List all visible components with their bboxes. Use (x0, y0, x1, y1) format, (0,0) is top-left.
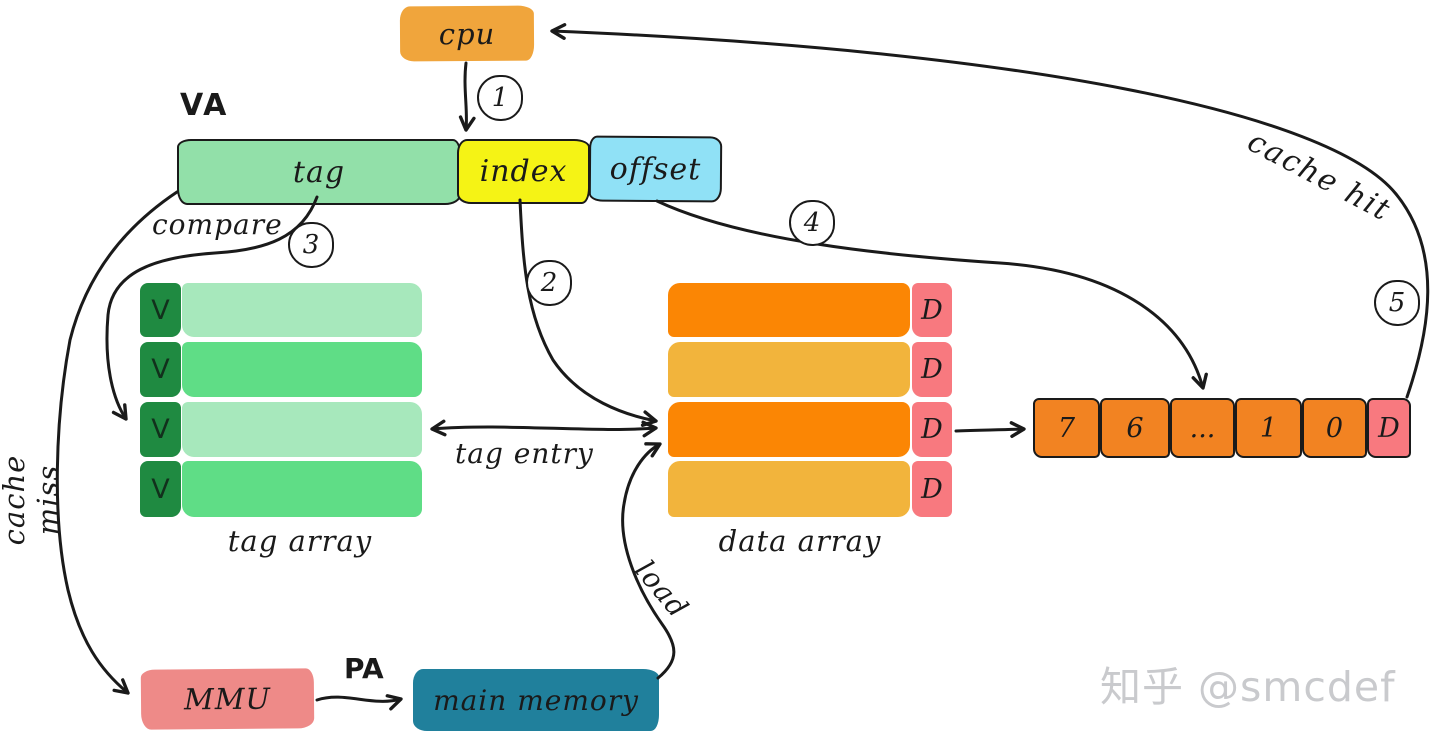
mmu-box: MMU (140, 668, 315, 730)
physical-address-label: PA (344, 652, 384, 685)
cache-miss-edge-label: cache miss (0, 454, 65, 546)
arrow-cpu-to-index (458, 61, 476, 132)
tag-array-valid-bit-2: V (140, 402, 181, 457)
virtual-address-label: VA (180, 88, 229, 123)
tag-array-row-2 (182, 402, 422, 457)
arrow-data-array-to-cache-line (954, 421, 1026, 438)
data-array-dirty-bit-3: D (912, 461, 952, 517)
tag-array-label: tag array (227, 524, 373, 558)
va-tag-field: tag (177, 139, 461, 205)
data-array-row-3 (668, 461, 910, 517)
watermark: 知乎 @smcdef (1100, 663, 1396, 711)
tag-array-valid-bit-0: V (140, 283, 181, 337)
tag-array-row-3 (182, 461, 422, 517)
load-edge-label: load (628, 553, 696, 625)
arrow-index-to-data-array (518, 198, 658, 427)
step-1-badge: 1 (477, 75, 523, 121)
cache-line-byte-ellipsis: ... (1170, 398, 1235, 458)
data-array-dirty-bit-0: D (912, 283, 952, 337)
tag-entry-edge-label: tag entry (455, 437, 594, 470)
data-array-dirty-bit-2: D (912, 402, 952, 457)
data-array-row-2 (668, 402, 910, 457)
data-array-row-1 (668, 342, 910, 397)
step-3-badge: 3 (288, 222, 334, 268)
arrow-mmu-to-main-memory (315, 694, 403, 711)
cache-line-byte-6: 6 (1100, 398, 1170, 458)
data-array-row-0 (668, 283, 910, 337)
tag-array-valid-bit-3: V (140, 461, 181, 517)
cache-line-dirty-bit: D (1367, 398, 1411, 458)
va-offset-field: offset (588, 135, 723, 203)
step-5-badge: 5 (1374, 280, 1420, 326)
tag-array-row-0 (182, 283, 422, 337)
compare-edge-label: compare (152, 208, 283, 241)
cache-line-byte-0: 0 (1302, 398, 1367, 458)
cpu-box: cpu (399, 5, 535, 62)
tag-array-valid-bit-1: V (140, 342, 181, 397)
arrow-tag-entry-bidirectional (430, 419, 658, 438)
data-array-label: data array (718, 524, 882, 558)
cache-hit-edge-label: cache hit (1241, 124, 1397, 229)
cache-line-byte-1: 1 (1235, 398, 1302, 458)
data-array-dirty-bit-1: D (912, 342, 952, 397)
main-memory-box: main memory (413, 669, 659, 731)
cache-line-byte-7: 7 (1033, 398, 1100, 458)
tag-array-row-1 (182, 342, 422, 397)
step-2-badge: 2 (526, 260, 572, 306)
step-4-badge: 4 (789, 200, 835, 246)
va-index-field: index (457, 139, 590, 204)
